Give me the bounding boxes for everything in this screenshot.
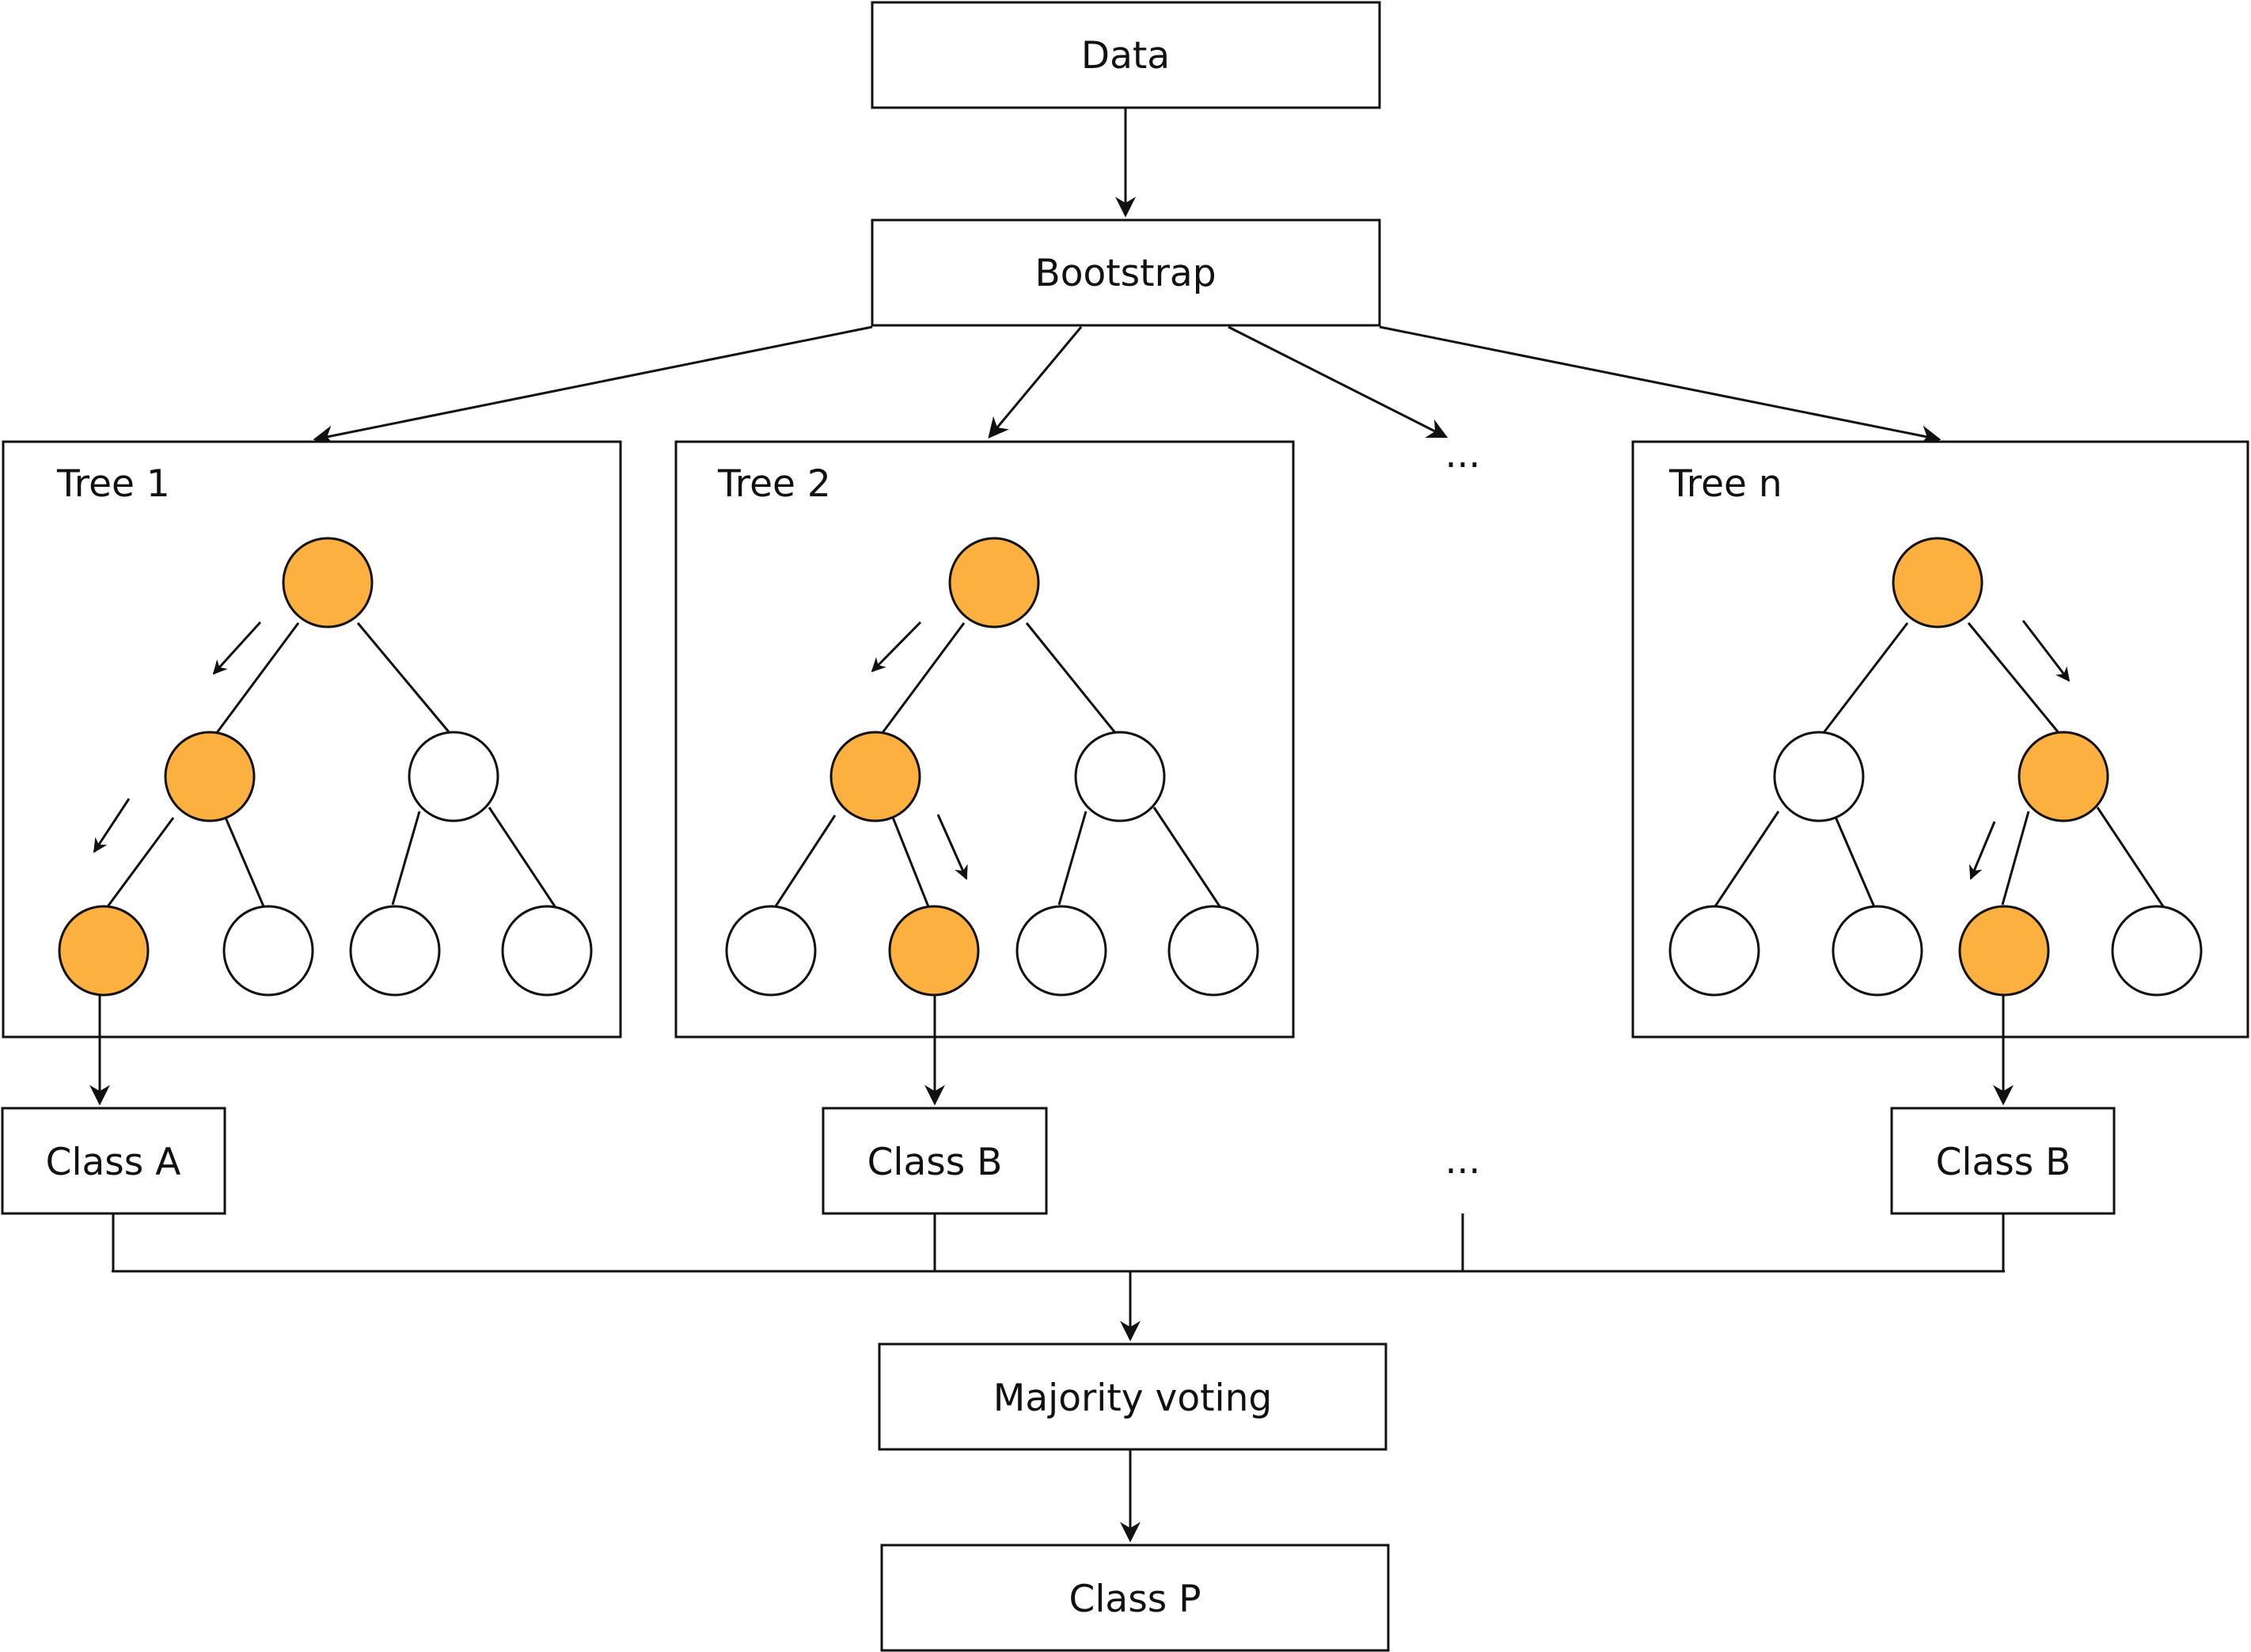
tree-1-left-node bbox=[164, 731, 256, 822]
tree-2-leaf-3 bbox=[1015, 905, 1107, 997]
tree-n-edges bbox=[1712, 622, 2166, 910]
aggregation-connector bbox=[112, 1213, 2005, 1273]
tree-1-panel: Tree 1 bbox=[2, 440, 622, 1039]
bootstrap-to-tree-n-arrow bbox=[1379, 325, 1942, 446]
tree-2-leaf-1 bbox=[725, 905, 817, 997]
tree-1-leaf-1 bbox=[58, 905, 150, 997]
tree-1-leaf-2 bbox=[222, 905, 314, 997]
tree-2-right-node bbox=[1074, 731, 1166, 822]
tree-2-path-arrow-2 bbox=[936, 814, 968, 880]
tree-n-leaf-3 bbox=[1958, 905, 2050, 997]
tree-n-path-arrow-1 bbox=[2021, 620, 2071, 682]
tree-1-class-label: Class A bbox=[46, 1141, 181, 1184]
tree-2-leaf-4 bbox=[1167, 905, 1259, 997]
tree-n-class-label: Class B bbox=[1936, 1141, 2071, 1184]
tree-2-label: Tree 2 bbox=[717, 462, 831, 506]
tree-n-left-node bbox=[1773, 731, 1865, 822]
tree-1-path-arrow-1 bbox=[212, 621, 262, 675]
data-label: Data bbox=[1081, 34, 1170, 78]
tree-n-class-box: Class B bbox=[1890, 1107, 2116, 1215]
bootstrap-to-tree-2-arrow bbox=[988, 326, 1083, 439]
ellipsis-trees: ... bbox=[1445, 433, 1481, 477]
tree-1-leaf-3 bbox=[349, 905, 441, 997]
class-p-box: Class P bbox=[880, 1544, 1390, 1652]
tree-n-panel: Tree n bbox=[1631, 440, 2249, 1039]
tree-1-edges bbox=[104, 622, 558, 910]
tree-2-left-node bbox=[829, 731, 921, 822]
tree-1-label: Tree 1 bbox=[56, 462, 170, 506]
tree-1-leaf-4 bbox=[501, 905, 593, 997]
tree-n-leaf-4 bbox=[2111, 905, 2203, 997]
tree-1-right-node bbox=[408, 731, 499, 822]
majority-voting-box: Majority voting bbox=[878, 1342, 1387, 1451]
tree-n-leaf-1 bbox=[1668, 905, 1760, 997]
tree-2-root-node bbox=[948, 537, 1040, 629]
bootstrap-to-tree-1-arrow bbox=[313, 325, 873, 446]
tree-2-leaf-2 bbox=[888, 905, 980, 997]
bootstrap-to-more-trees-arrow bbox=[1228, 325, 1448, 439]
tree-n-label: Tree n bbox=[1668, 462, 1782, 506]
tree-1-class-box: Class A bbox=[1, 1107, 226, 1215]
tree-n-path-arrow-2 bbox=[1968, 821, 1996, 880]
class-p-label: Class P bbox=[1069, 1578, 1201, 1621]
tree-2-panel: Tree 2 bbox=[674, 440, 1295, 1039]
tree-n-root-node bbox=[1892, 537, 1983, 629]
tree-n-leaf-2 bbox=[1832, 905, 1923, 997]
tree-2-edges bbox=[772, 622, 1223, 910]
tree-1-path-arrow-2 bbox=[93, 798, 131, 853]
bootstrap-label: Bootstrap bbox=[1034, 252, 1216, 295]
tree-1-root-node bbox=[282, 537, 374, 629]
tree-2-class-box: Class B bbox=[822, 1107, 1048, 1215]
ellipsis-classes: ... bbox=[1445, 1139, 1481, 1183]
tree-n-right-node bbox=[2018, 731, 2109, 822]
tree-2-class-label: Class B bbox=[867, 1141, 1003, 1184]
majority-voting-label: Majority voting bbox=[993, 1377, 1272, 1420]
tree-2-path-arrow-1 bbox=[871, 621, 922, 673]
bootstrap-box: Bootstrap bbox=[871, 218, 1381, 327]
data-box: Data bbox=[871, 1, 1381, 109]
